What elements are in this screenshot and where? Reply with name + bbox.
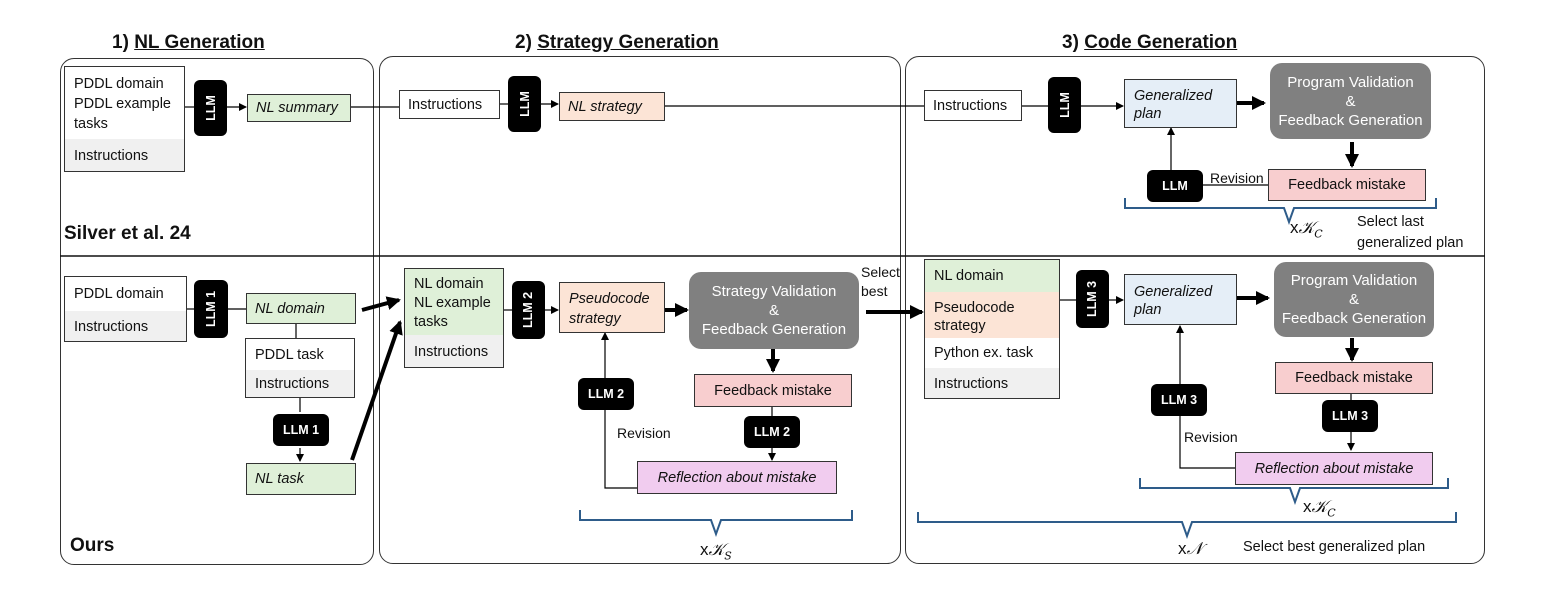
silver-nl-summary: NL summary bbox=[247, 94, 351, 122]
ours-strategy-validation-line1: Strategy Validation bbox=[711, 283, 837, 300]
header-code-generation: 3) Code Generation bbox=[1062, 32, 1238, 53]
ours-strategy-input-line2: NL example bbox=[414, 295, 491, 311]
ours-generalized-plan: Generalized plan bbox=[1124, 274, 1237, 325]
silver-llm-revise: LLM bbox=[1147, 170, 1203, 202]
ours-strategy-validation: Strategy Validation & Feedback Generatio… bbox=[689, 272, 859, 349]
ours-strategy-feedback-mistake: Feedback mistake bbox=[694, 374, 852, 407]
silver-llm-strategy: LLM bbox=[508, 76, 541, 132]
ours-n-label: x𝒩 bbox=[1178, 539, 1203, 559]
ours-strategy-input-box: NL domain NL example tasks Instructions bbox=[404, 268, 504, 368]
silver-validation-line3: Feedback Generation bbox=[1278, 111, 1423, 129]
ours-strategy-input-line1: NL domain bbox=[414, 276, 484, 292]
ours-code-revision-label: Revision bbox=[1184, 429, 1238, 445]
silver-code-instructions: Instructions bbox=[924, 90, 1022, 121]
ours-plan-line2: plan bbox=[1134, 302, 1162, 318]
silver-input-box: PDDL domain PDDL example tasks Instructi… bbox=[64, 66, 185, 172]
ours-strategy-input-line3: tasks bbox=[414, 314, 448, 330]
ours-code-reflection: Reflection about mistake bbox=[1235, 452, 1433, 485]
header-strategy-generation: 2) Strategy Generation bbox=[515, 32, 719, 53]
ours-strategy-revision-label: Revision bbox=[617, 425, 671, 441]
ours-select-best-line2: best bbox=[861, 283, 888, 299]
ours-ks-label: x𝒦S bbox=[700, 540, 732, 563]
ours-pseudocode-strategy: Pseudocode strategy bbox=[559, 282, 665, 333]
silver-program-validation: Program Validation & Feedback Generation bbox=[1270, 63, 1431, 139]
silver-generalized-plan: Generalized plan bbox=[1124, 79, 1237, 128]
silver-input-line3: tasks bbox=[74, 116, 108, 132]
silver-strategy-instructions: Instructions bbox=[399, 90, 500, 119]
silver-llm-code: LLM bbox=[1048, 77, 1081, 133]
ours-llm2-revise: LLM 2 bbox=[578, 378, 634, 410]
ours-code-pseudocode: Pseudocode strategy bbox=[925, 292, 1059, 338]
silver-select-line1: Select last bbox=[1357, 214, 1424, 230]
silver-select-line2: generalized plan bbox=[1357, 235, 1464, 251]
silver-nl-strategy: NL strategy bbox=[559, 92, 665, 121]
ours-code-pseudo-line1: Pseudocode bbox=[934, 300, 1015, 316]
ours-code-validation-line2: & bbox=[1348, 291, 1359, 308]
ours-strategy-validation-line3: Feedback Generation bbox=[701, 321, 847, 338]
ours-pddl-task: PDDL task bbox=[255, 347, 324, 363]
ours-pseudocode-line1: Pseudocode bbox=[569, 291, 650, 307]
silver-feedback-mistake: Feedback mistake bbox=[1268, 169, 1426, 201]
ours-code-validation-line3: Feedback Generation bbox=[1281, 310, 1427, 327]
ours-pseudocode-line2: strategy bbox=[569, 311, 621, 327]
silver-revision-label: Revision bbox=[1210, 170, 1264, 186]
ours-code-input-box: NL domain Pseudocode strategy Python ex.… bbox=[924, 259, 1060, 399]
ours-code-python-task: Python ex. task bbox=[925, 338, 1059, 368]
ours-llm3-code: LLM 3 bbox=[1076, 270, 1109, 328]
silver-validation-line1: Program Validation bbox=[1287, 73, 1414, 91]
ours-pddl-domain: PDDL domain bbox=[74, 286, 164, 302]
ours-nl-task: NL task bbox=[246, 463, 356, 495]
silver-label: Silver et al. 24 bbox=[64, 223, 191, 244]
ours-label: Ours bbox=[70, 535, 115, 556]
ours-strategy-validation-line2: & bbox=[768, 302, 779, 319]
ours-strategy-instructions: Instructions bbox=[405, 335, 503, 367]
ours-llm3-reflect: LLM 3 bbox=[1322, 400, 1378, 432]
ours-nl-domain: NL domain bbox=[246, 293, 356, 324]
ours-nl-instructions: Instructions bbox=[65, 311, 186, 341]
silver-kc-label: x𝒦C bbox=[1290, 218, 1323, 241]
ours-select-best-line1: Select bbox=[861, 264, 900, 280]
ours-code-instructions: Instructions bbox=[925, 368, 1059, 398]
ours-code-pseudo-line2: strategy bbox=[934, 318, 986, 334]
ours-code-feedback-mistake: Feedback mistake bbox=[1275, 362, 1433, 394]
ours-llm1-task: LLM 1 bbox=[273, 414, 329, 446]
ours-strategy-reflection: Reflection about mistake bbox=[637, 461, 837, 494]
ours-select-best-plan: Select best generalized plan bbox=[1243, 539, 1426, 555]
silver-input-line1: PDDL domain bbox=[74, 76, 164, 92]
silver-plan-line1: Generalized bbox=[1134, 88, 1213, 104]
ours-program-validation: Program Validation & Feedback Generation bbox=[1274, 262, 1434, 337]
silver-validation-line2: & bbox=[1345, 92, 1356, 110]
ours-code-nl-domain: NL domain bbox=[925, 260, 1059, 292]
ours-llm2-strategy: LLM 2 bbox=[512, 281, 545, 339]
ours-llm2-reflect: LLM 2 bbox=[744, 416, 800, 448]
silver-input-line2: PDDL example bbox=[74, 96, 171, 112]
nl-generation-panel bbox=[60, 58, 374, 565]
ours-plan-line1: Generalized bbox=[1134, 284, 1213, 300]
ours-nl-input-box: PDDL domain Instructions bbox=[64, 276, 187, 342]
silver-llm-nl: LLM bbox=[194, 80, 227, 136]
ours-task-instructions: Instructions bbox=[246, 370, 354, 397]
silver-input-instructions: Instructions bbox=[65, 139, 184, 171]
ours-llm1-domain: LLM 1 bbox=[194, 280, 228, 338]
silver-plan-line2: plan bbox=[1134, 106, 1162, 122]
ours-code-validation-line1: Program Validation bbox=[1290, 272, 1418, 289]
header-nl-generation: 1) NL Generation bbox=[112, 32, 265, 53]
ours-pddl-task-box: PDDL task Instructions bbox=[245, 338, 355, 398]
ours-kc-label: x𝒦C bbox=[1303, 497, 1336, 520]
ours-llm3-revise: LLM 3 bbox=[1151, 384, 1207, 416]
